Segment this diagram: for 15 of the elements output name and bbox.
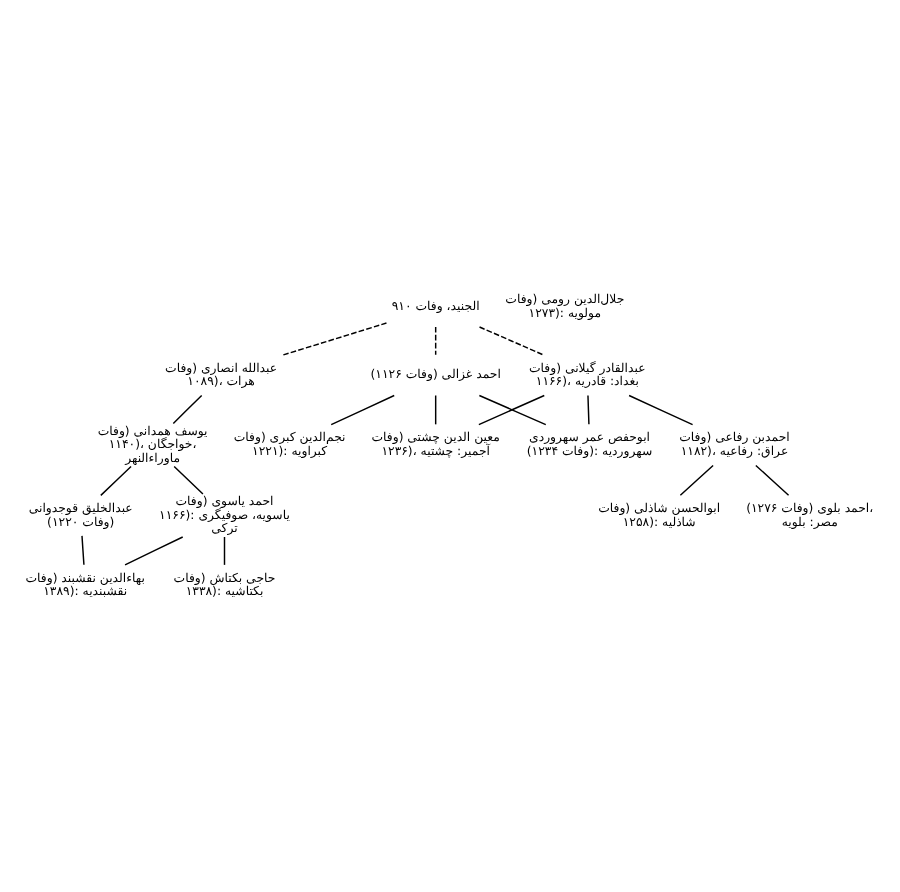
connector (434, 326, 437, 356)
connector (587, 394, 590, 426)
connector (100, 465, 132, 497)
connector (281, 322, 388, 357)
connector (628, 394, 694, 426)
connector (223, 536, 226, 566)
connector (173, 465, 204, 495)
connector (478, 326, 545, 356)
connector (124, 536, 184, 566)
connector (172, 394, 203, 425)
connector (434, 394, 437, 426)
connector (330, 394, 395, 426)
connector (81, 535, 85, 566)
connector (755, 464, 790, 496)
connector (679, 464, 714, 496)
